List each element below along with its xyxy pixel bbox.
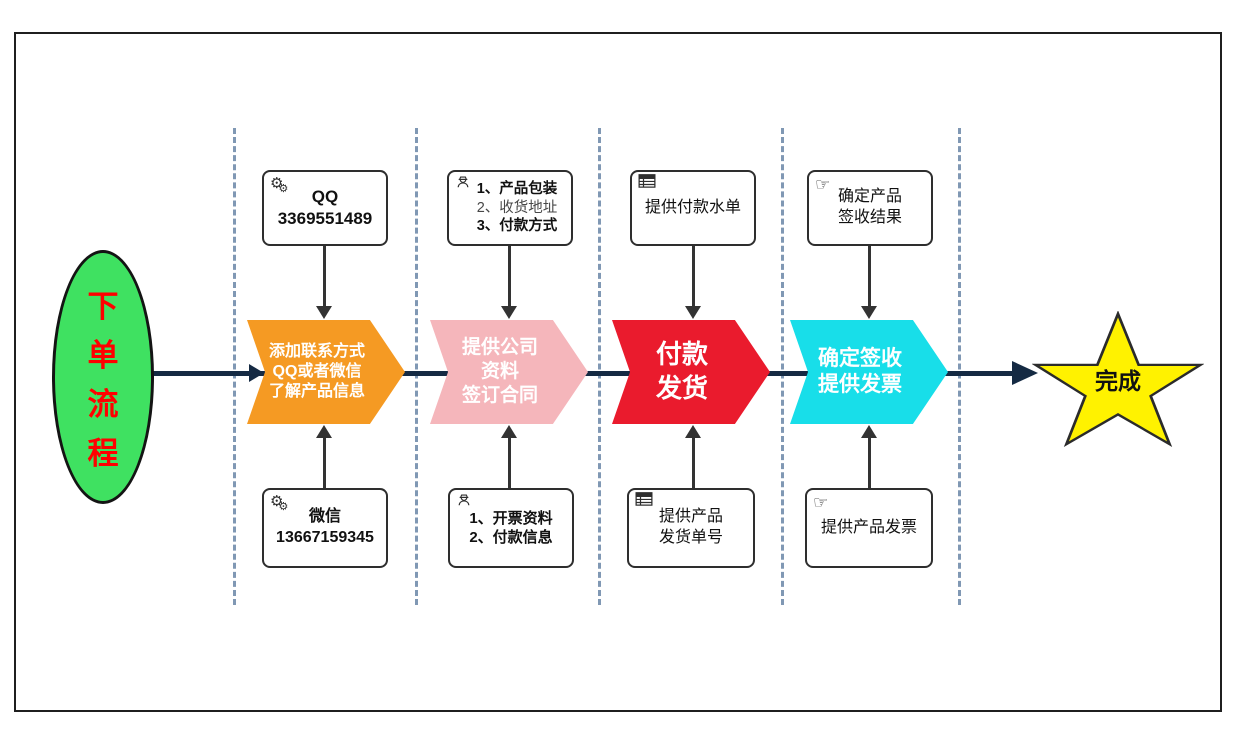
connector-line — [508, 437, 511, 488]
start-label-char: 单 — [87, 338, 119, 373]
note-box-qq: ⚙⚙ QQ 3369551489 — [262, 170, 388, 246]
arrow-up-icon — [685, 425, 701, 438]
note-box-invoice-info: 1、开票资料 2、付款信息 — [448, 488, 574, 568]
connector-line — [508, 246, 511, 308]
note-line: 3、付款方式 — [476, 218, 558, 235]
start-label-char: 流 — [87, 387, 119, 422]
phase-separator — [598, 128, 601, 605]
note-line: 1、产品包装 — [476, 180, 558, 197]
note-line: 提供付款水单 — [644, 198, 741, 216]
connector-line — [868, 437, 871, 488]
star-shape — [1032, 311, 1204, 447]
stage-chevron-payment: 付款 发货 — [612, 320, 770, 424]
arrow-down-icon — [861, 306, 877, 319]
phase-separator — [415, 128, 418, 605]
flow-arrowhead-icon — [1012, 361, 1038, 385]
note-line: 1、开票资料 — [469, 509, 553, 527]
connector-line — [323, 437, 326, 488]
start-ellipse: 下 单 流 程 — [52, 250, 154, 504]
note-box-product-invoice: ☞ 提供产品发票 — [805, 488, 933, 568]
note-box-wechat: ⚙⚙ 微信 13667159345 — [262, 488, 388, 568]
note-line: 签收结果 — [837, 209, 902, 226]
phase-separator — [781, 128, 784, 605]
note-line: 确定产品 — [837, 188, 902, 206]
arrow-down-icon — [316, 306, 332, 319]
arrow-up-icon — [316, 425, 332, 438]
gears-icon: ⚙⚙ — [270, 175, 288, 195]
note-line: 3369551489 — [277, 209, 373, 228]
chevron-line: 发货 — [655, 373, 708, 403]
note-box-order-info: 1、产品包装 2、收货地址 3、付款方式 — [447, 170, 573, 246]
note-line: 提供产品发票 — [820, 518, 917, 536]
finish-star — [1032, 311, 1204, 447]
arrow-down-icon — [685, 306, 701, 319]
connector-line — [868, 246, 871, 308]
phase-separator — [233, 128, 236, 605]
note-line: 发货单号 — [658, 529, 723, 546]
arrow-up-icon — [501, 425, 517, 438]
arrow-up-icon — [861, 425, 877, 438]
chevron-line: 提供发票 — [818, 373, 902, 396]
chevron-line: 确定签收 — [818, 346, 902, 370]
connector-line — [692, 437, 695, 488]
note-line: 2、付款信息 — [469, 529, 553, 546]
phase-separator — [958, 128, 961, 605]
diagram-border — [14, 32, 1222, 712]
stage-chevron-receipt: 确定签收 提供发票 — [790, 320, 948, 424]
note-line: 2、收货地址 — [476, 199, 558, 216]
gears-icon: ⚙⚙ — [270, 493, 288, 513]
note-line: 微信 — [308, 508, 341, 526]
note-box-shipping-number: 提供产品 发货单号 — [627, 488, 755, 568]
note-line: 13667159345 — [276, 529, 374, 546]
table-icon — [635, 492, 653, 513]
finish-label: 完成 — [1095, 368, 1141, 394]
table-icon — [638, 174, 656, 195]
stage-chevron-contact: 添加联系方式 QQ或者微信 了解产品信息 — [247, 320, 405, 424]
arrow-down-icon — [501, 306, 517, 319]
chevron-line: 签订合同 — [461, 384, 538, 406]
note-box-confirm-receipt: ☞ 确定产品 签收结果 — [807, 170, 933, 246]
pointing-hand-icon: ☞ — [815, 175, 831, 194]
note-line: 提供产品 — [658, 508, 723, 526]
pointing-hand-icon: ☞ — [813, 493, 829, 512]
start-label-char: 程 — [87, 436, 119, 471]
note-box-payment-slip: 提供付款水单 — [630, 170, 756, 246]
flow-arrowhead-icon — [249, 364, 264, 382]
chevron-line: 资料 — [480, 361, 519, 383]
chevron-line: 提供公司 — [461, 337, 538, 359]
chevron-line: 了解产品信息 — [268, 383, 365, 400]
connector-line — [323, 246, 326, 308]
worker-icon — [455, 174, 471, 196]
chevron-line: QQ或者微信 — [272, 363, 362, 380]
start-label-char: 下 — [87, 289, 119, 324]
worker-icon — [456, 492, 472, 514]
chevron-line: 付款 — [655, 339, 708, 370]
connector-line — [692, 246, 695, 308]
stage-chevron-contract: 提供公司 资料 签订合同 — [430, 320, 588, 424]
chevron-line: 添加联系方式 — [268, 343, 365, 360]
note-line: QQ — [311, 186, 339, 206]
